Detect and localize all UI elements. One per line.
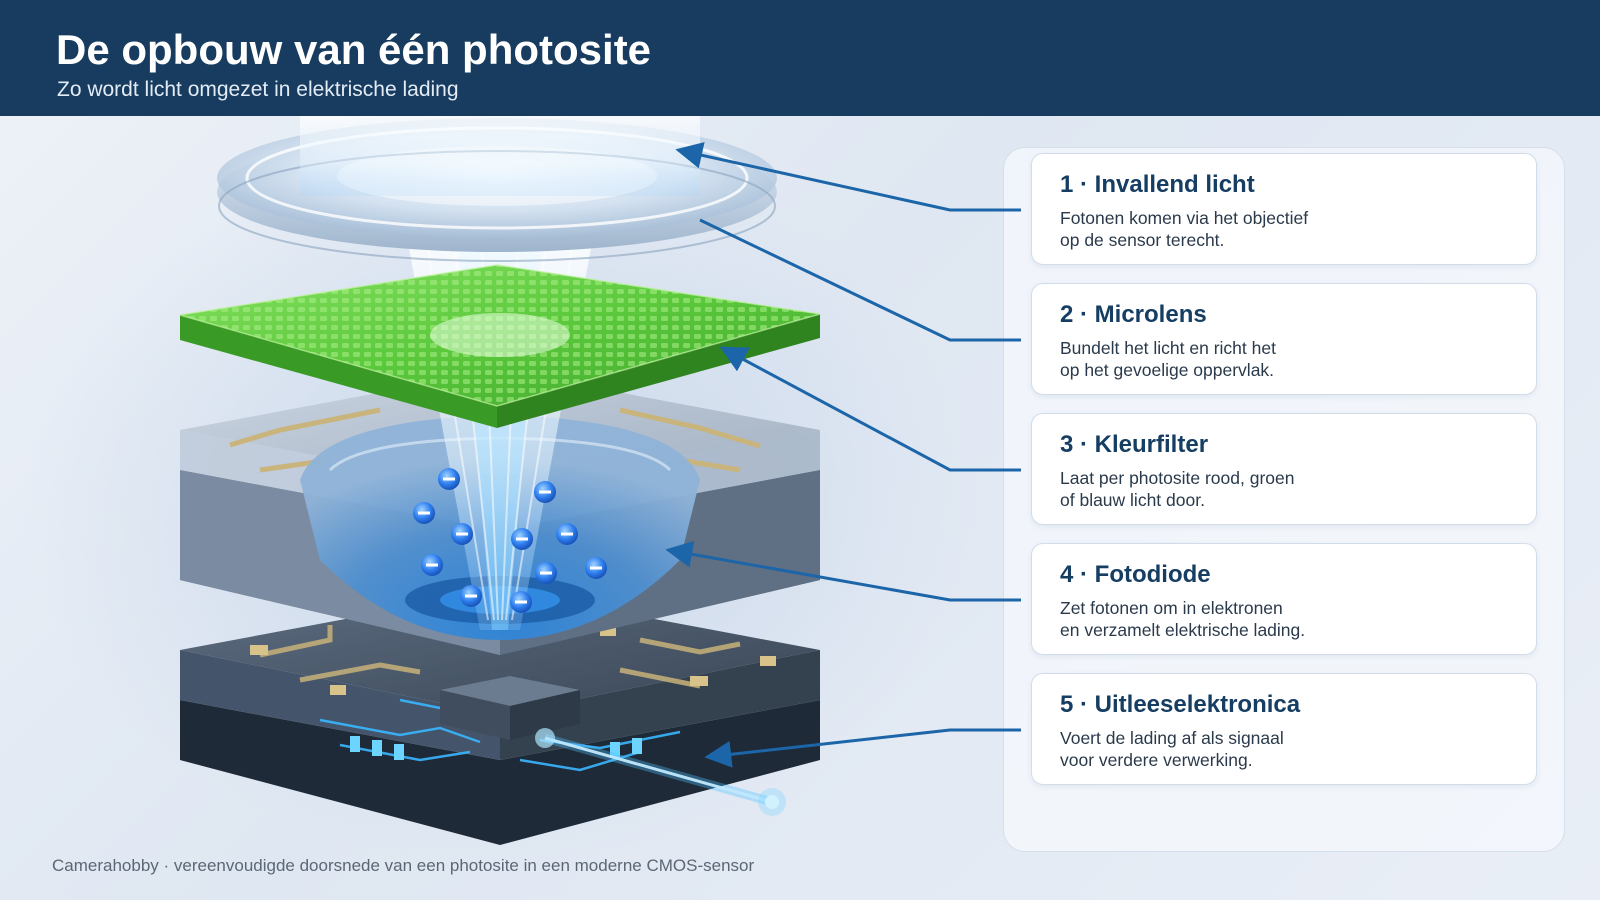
- step-text: Bundelt het licht en richt het: [1060, 338, 1276, 358]
- step-card-4: 4 · Fotodiode Zet fotonen om in elektron…: [1031, 543, 1537, 655]
- header-bar: De opbouw van één photosite Zo wordt lic…: [0, 0, 1600, 116]
- step-title: 3 · Kleurfilter: [1060, 431, 1209, 458]
- readout-chip: [180, 590, 820, 845]
- step-text: op de sensor terecht.: [1060, 230, 1225, 250]
- electrons: [413, 468, 607, 613]
- step-title: 2 · Microlens: [1060, 301, 1207, 328]
- step-text: Zet fotonen om in elektronen: [1060, 598, 1283, 618]
- step-title: 4 · Fotodiode: [1060, 561, 1211, 588]
- step-text: Fotonen komen via het objectief: [1060, 208, 1309, 228]
- step-card-5: 5 · Uitleeselektronica Voert de lading a…: [1031, 673, 1537, 785]
- step-text: en verzamelt elektrische lading.: [1060, 620, 1306, 640]
- photosite-illustration: [20, 116, 980, 860]
- page-title: De opbouw van één photosite: [56, 26, 652, 73]
- step-card-1: 1 · Invallend licht Fotonen komen via he…: [1031, 153, 1537, 265]
- step-text: Voert de lading af als signaal: [1060, 728, 1284, 748]
- step-text: op het gevoelige oppervlak.: [1060, 360, 1275, 380]
- color-filter: [179, 264, 821, 428]
- step-title: 1 · Invallend licht: [1060, 171, 1255, 198]
- page-subtitle: Zo wordt licht omgezet in elektrische la…: [57, 78, 459, 101]
- step-card-2: 2 · Microlens Bundelt het licht en richt…: [1031, 283, 1537, 395]
- electron-minus-icon: [438, 468, 460, 490]
- step-text: voor verdere verwerking.: [1060, 750, 1253, 770]
- step-text: Laat per photosite rood, groen: [1060, 468, 1295, 488]
- step-card-3: 3 · Kleurfilter Laat per photosite rood,…: [1031, 413, 1537, 525]
- step-text: of blauw licht door.: [1060, 490, 1205, 510]
- step-title: 5 · Uitleeselektronica: [1060, 691, 1301, 718]
- footer-caption: Camerahobby · vereenvoudigde doorsnede v…: [52, 856, 755, 875]
- incoming-light: [300, 116, 700, 196]
